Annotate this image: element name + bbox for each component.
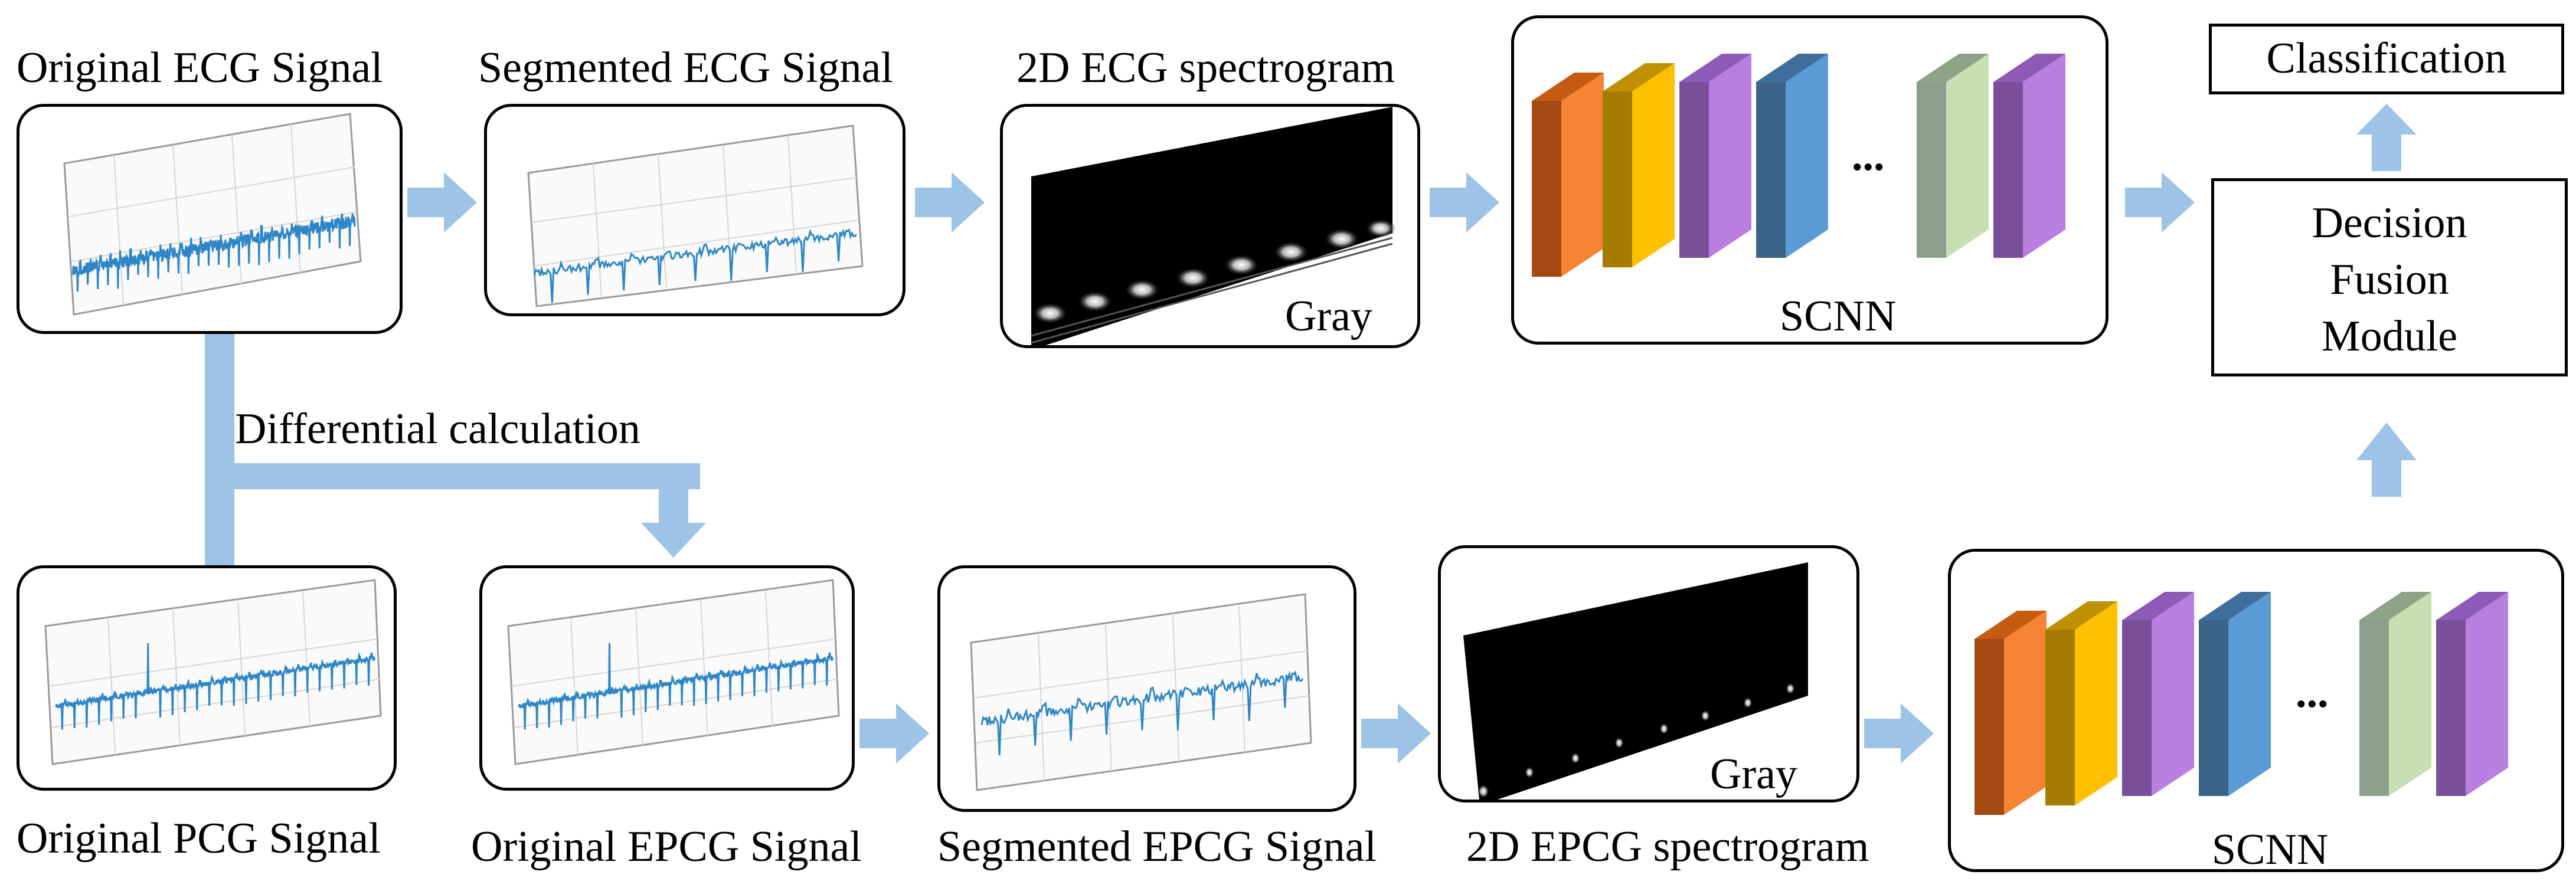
arrow-epcg-spectrogram-to-scnn: [1864, 703, 1934, 764]
layer-green: [2359, 592, 2431, 796]
bottom-scnn-ellipsis: ...: [2296, 669, 2329, 717]
original-epcg-label: Original EPCG Signal: [471, 823, 862, 871]
differential-calculation-label: Differential calculation: [235, 405, 640, 453]
epcg-gray-label: Gray: [1710, 750, 1797, 798]
epcg-spectrogram-box: Gray: [1438, 545, 1859, 802]
segmented-epcg-box: [937, 565, 1356, 812]
layer-orange: [1532, 73, 1604, 277]
arrow-segmented-to-spectrogram: [915, 172, 985, 232]
arrow-scnn-to-fusion: [2125, 172, 2195, 232]
layer-purple-1: [2122, 592, 2194, 796]
layer-purple-2: [2436, 592, 2508, 796]
signal-trace: [55, 643, 376, 730]
original-epcg-box: [479, 565, 855, 791]
spectrogram-blobs: [1032, 219, 1396, 324]
flow-arrows: [205, 104, 2417, 764]
arrow-epcg-to-segmented: [859, 703, 929, 764]
layer-orange: [1975, 611, 2047, 815]
bottom-scnn-box: ... SCNN: [1948, 549, 2564, 872]
arrow-fusion-to-classification: [2356, 104, 2417, 171]
original-ecg-label: Original ECG Signal: [17, 44, 383, 92]
layer-green: [1917, 54, 1989, 258]
classification-label: Classification: [2266, 34, 2507, 83]
original-ecg-box: [17, 104, 403, 334]
epcg-spectrogram-blobs: [1477, 683, 1795, 798]
bottom-scnn-label: SCNN: [2212, 826, 2329, 872]
ecg-spectrogram-image: [1031, 107, 1396, 345]
differential-down-arrow: [641, 489, 706, 558]
original-ecg-plot: [63, 113, 362, 316]
bottom-scnn-layers: [1975, 592, 2508, 815]
original-pcg-plot: [44, 579, 382, 765]
differential-vertical-bar: [205, 334, 234, 565]
arrow-ecg-to-segmented: [407, 172, 477, 232]
layer-gold: [2045, 601, 2117, 805]
epcg-spectrogram-image: [1463, 562, 1808, 800]
layer-purple-1: [1679, 54, 1751, 258]
segmented-ecg-label: Segmented ECG Signal: [478, 44, 893, 92]
differential-horizontal-bar: [234, 463, 700, 489]
layer-blue: [2199, 592, 2271, 796]
top-scnn-layers: [1532, 54, 2065, 277]
layer-purple-2: [1993, 54, 2065, 258]
classification-box: Classification: [2209, 24, 2564, 94]
segmented-ecg-box: [484, 104, 905, 316]
top-scnn-box: ... SCNN: [1511, 15, 2108, 345]
signal-trace: [533, 228, 858, 303]
original-pcg-label: Original PCG Signal: [17, 814, 381, 863]
arrow-scnn-to-fusion-up: [2356, 422, 2417, 497]
segmented-epcg-label: Segmented EPCG Signal: [937, 823, 1377, 871]
top-scnn-label: SCNN: [1780, 292, 1897, 340]
signal-trace: [518, 643, 834, 730]
layer-blue: [1756, 54, 1828, 258]
fusion-line-2: Fusion: [2330, 255, 2449, 304]
segmented-epcg-plot: [970, 593, 1312, 791]
arrow-segmented-to-epcg-spectrogram: [1361, 703, 1431, 764]
epcg-spectrogram-label: 2D EPCG spectrogram: [1466, 823, 1869, 871]
fusion-line-1: Decision: [2312, 199, 2467, 247]
fusion-line-3: Module: [2321, 312, 2458, 361]
segmented-ecg-plot: [527, 125, 864, 307]
top-scnn-ellipsis: ...: [1852, 132, 1885, 180]
signal-trace: [71, 213, 356, 292]
ecg-spectrogram-box: Gray: [1000, 104, 1420, 348]
arrow-spectrogram-to-scnn: [1430, 172, 1499, 232]
ecg-spectrogram-label: 2D ECG spectrogram: [1016, 44, 1395, 92]
decision-fusion-module-box: Decision Fusion Module: [2211, 178, 2568, 376]
original-epcg-plot: [507, 579, 840, 765]
ecg-gray-label: Gray: [1285, 292, 1372, 340]
original-pcg-box: [17, 565, 397, 791]
layer-gold: [1603, 63, 1675, 267]
signal-trace: [980, 670, 1304, 755]
